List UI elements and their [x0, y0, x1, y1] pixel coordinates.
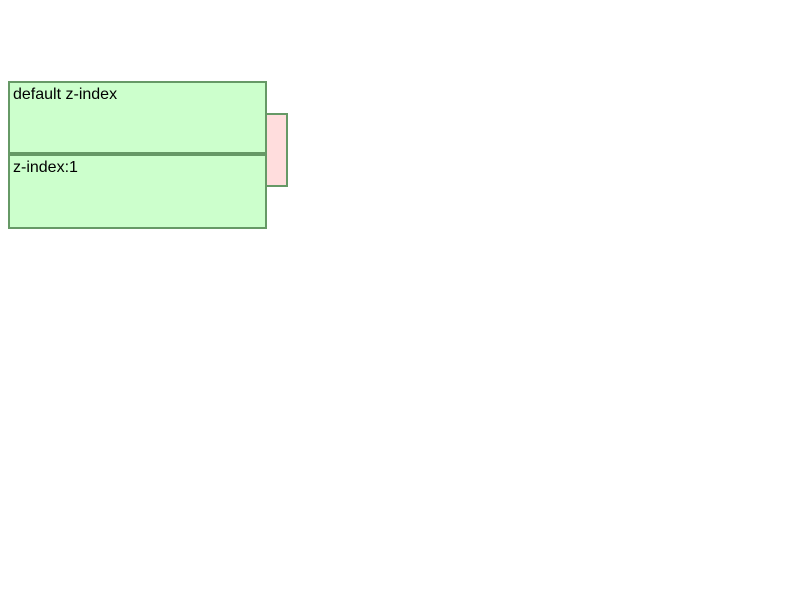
default-z-index-box: default z-index — [8, 81, 267, 154]
default-z-index-label: default z-index — [13, 86, 118, 103]
z-index-1-label: z-index:1 — [13, 159, 78, 176]
z-index-1-box: z-index:1 — [8, 154, 267, 229]
